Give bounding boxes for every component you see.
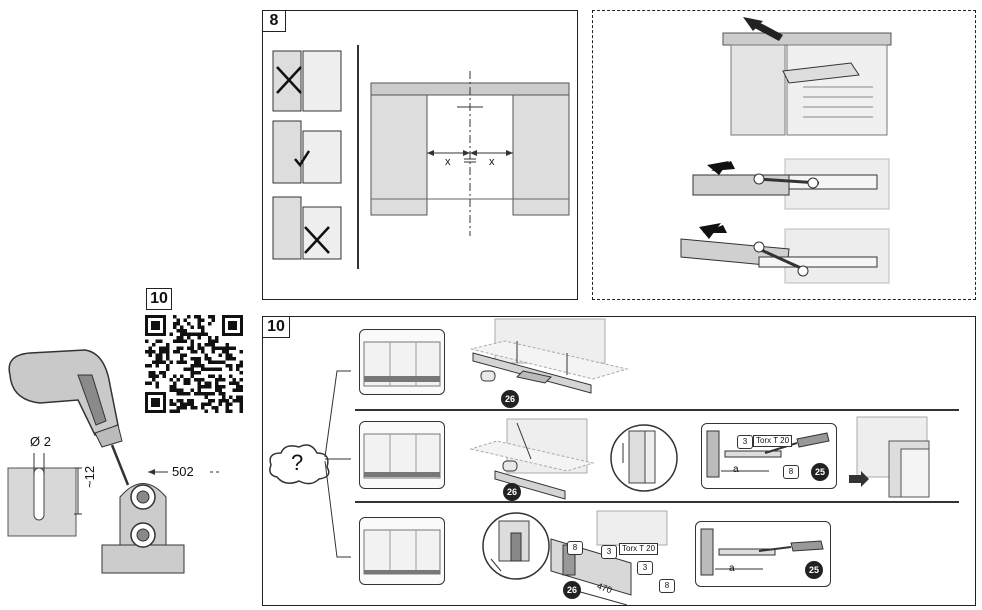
row2-detail-magnifier xyxy=(610,424,678,492)
hinge-mechanism-open xyxy=(680,223,890,284)
question-mark: ? xyxy=(291,450,304,475)
row2-screw-panel xyxy=(701,423,837,489)
row3-hex-size-d: 8 xyxy=(659,579,675,593)
row2-dim-label: a xyxy=(733,464,739,475)
step8-x-left: x xyxy=(445,156,451,168)
row2-cabinet-thumbnail xyxy=(359,421,445,489)
row1-cabinet-thumbnail xyxy=(359,329,445,395)
row3-magnifier xyxy=(482,512,550,580)
row3-part-badge: 26 xyxy=(563,581,581,599)
step8-panel: 8 x x xyxy=(262,10,578,300)
drill-illustration xyxy=(7,349,222,574)
row1-plinth-illustration xyxy=(470,318,629,394)
step10-number: 10 xyxy=(262,316,290,338)
row3-cabinet-thumbnail xyxy=(359,517,445,585)
row2-screw-badge: 25 xyxy=(811,463,829,481)
qr-code xyxy=(145,315,243,413)
row2-torx-label: Torx T 20 xyxy=(753,435,793,447)
step8-x-right: x xyxy=(489,156,495,168)
row3-hex-size-b: 8 xyxy=(567,541,583,555)
step8-cabinet-variants xyxy=(272,50,342,260)
row2-screw-illustration xyxy=(706,430,830,478)
drill-depth-label: ~12 xyxy=(82,465,97,488)
row3-hex-size-a: 3 xyxy=(601,545,617,559)
row-separator-1 xyxy=(355,409,959,411)
question-branches xyxy=(324,370,351,558)
step10-panel: 10 ? 26 xyxy=(262,316,976,606)
row3-hex-size-c: 3 xyxy=(637,561,653,575)
drill-diameter-label: Ø 2 xyxy=(30,434,51,449)
hinge-fridge-illustration xyxy=(722,17,892,136)
row-separator-2 xyxy=(355,501,959,503)
row2-part-badge: 26 xyxy=(503,483,521,501)
qr-step-number: 10 xyxy=(146,288,172,310)
row2-corner-illustration xyxy=(849,416,930,498)
row3-screw-badge: 25 xyxy=(805,561,823,579)
row3-screw-illustration xyxy=(700,528,824,576)
drill-distance-label: 502 xyxy=(172,464,194,479)
hinge-mechanism-closed xyxy=(692,158,890,210)
row2-hex-size-a: 3 xyxy=(737,435,753,449)
row3-torx-label: Torx T 20 xyxy=(619,543,659,555)
step8-divider xyxy=(357,45,359,269)
row3-dim-label: a xyxy=(729,563,735,574)
hinge-detail-panel xyxy=(592,10,976,300)
row1-part-badge: 26 xyxy=(501,390,519,408)
row2-hex-size-b: 8 xyxy=(783,465,799,479)
row3-screw-panel xyxy=(695,521,831,587)
step8-niche-diagram xyxy=(370,71,570,236)
row2-plinth-illustration xyxy=(469,418,595,500)
step8-number: 8 xyxy=(262,10,286,32)
question-cloud-icon xyxy=(269,444,330,485)
